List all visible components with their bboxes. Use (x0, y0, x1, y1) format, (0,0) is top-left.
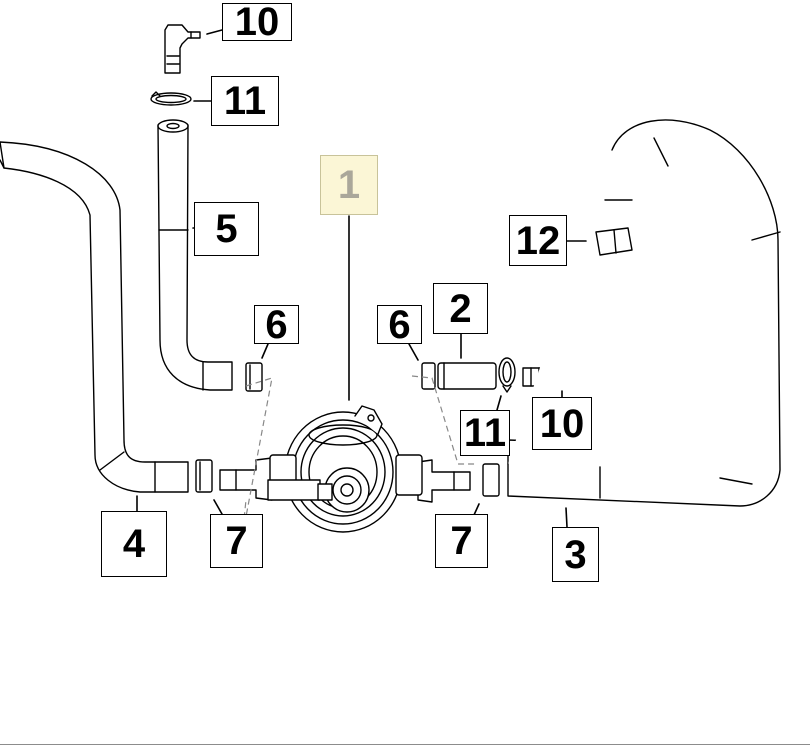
sleeve-part-7-left (195, 459, 213, 493)
clip-ring-part-11-top (150, 91, 192, 106)
leader-7b (473, 503, 480, 516)
callout-5[interactable]: 5 (194, 202, 259, 256)
hose-part-5 (157, 119, 233, 391)
leader-6b (408, 343, 419, 361)
elbow-fitting-part-10-top (164, 24, 201, 74)
sleeve-part-7-right (482, 463, 500, 497)
callout-3[interactable]: 3 (552, 527, 599, 582)
callout-6-left[interactable]: 6 (254, 305, 299, 345)
hose-part-4 (0, 141, 189, 493)
bottom-divider (0, 744, 810, 745)
callout-11-right[interactable]: 11 (460, 410, 510, 456)
callout-6-right[interactable]: 6 (377, 305, 422, 345)
callout-11-top[interactable]: 11 (211, 76, 279, 126)
callout-4[interactable]: 4 (101, 511, 167, 577)
sleeve-part-6-right (421, 362, 436, 390)
leader-3 (565, 507, 568, 528)
short-hose-part-2 (437, 362, 497, 390)
guide-line-right (411, 375, 478, 465)
callout-7-left[interactable]: 7 (210, 514, 263, 568)
clamp-part-12 (595, 227, 633, 256)
leader-11b (496, 395, 502, 411)
leader-6a (261, 343, 269, 359)
sleeve-part-6-left (245, 362, 263, 392)
clip-ring-part-11-right (498, 357, 516, 393)
callout-1[interactable]: 1 (320, 155, 378, 215)
callout-10-right[interactable]: 10 (532, 397, 592, 450)
callout-10-top[interactable]: 10 (222, 2, 292, 42)
pump-body-part-1 (219, 405, 471, 533)
leader-10a (206, 29, 223, 35)
callout-12[interactable]: 12 (509, 215, 567, 266)
callout-7-right[interactable]: 7 (435, 514, 488, 568)
callout-2[interactable]: 2 (433, 283, 488, 334)
leader-7a (213, 499, 223, 515)
guide-line-left (241, 377, 273, 539)
